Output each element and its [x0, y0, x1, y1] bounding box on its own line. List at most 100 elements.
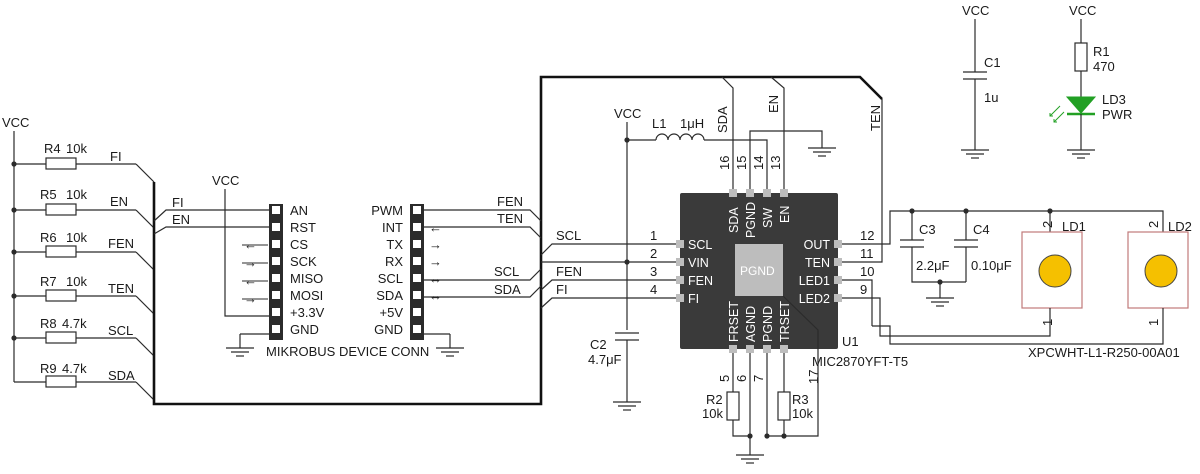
- chip-fen-net: FEN: [556, 264, 582, 279]
- capacitor-c4: C4 0.10μF: [954, 211, 1012, 282]
- mikrobus-fen-label: FEN: [497, 194, 523, 209]
- chip-pin-led1: LED1: [799, 274, 830, 288]
- chip-pin-12: 12: [860, 228, 874, 243]
- ground-icon: [613, 401, 641, 411]
- pin-gnd-left: GND: [290, 322, 319, 337]
- mikrobus-right-arrows: ← → → ↔ ↔: [429, 220, 442, 303]
- mikrobus-scl-label: SCL: [494, 264, 519, 279]
- pullup-r8: R8 4.7k SCL: [11, 316, 136, 344]
- chip-pin-frset: FRSET: [727, 301, 741, 342]
- chip-pin-ten: TEN: [805, 256, 830, 270]
- chip-pin-trset: TRSET: [778, 301, 792, 342]
- c1-vcc-label: VCC: [962, 3, 989, 18]
- capacitor-c3: C3 2.2μF: [900, 211, 966, 283]
- chip-u1: SCL FEN FI 1 2 3 4 PGND SCL VIN FEN FI O…: [540, 156, 908, 384]
- chip-pin-out: OUT: [804, 238, 831, 252]
- c1-ref: C1: [984, 55, 1001, 70]
- c3-ref: C3: [919, 222, 936, 237]
- chip-pin-pgnd-bottom: PGND: [761, 306, 775, 342]
- ground-icon: [436, 347, 464, 357]
- chip-pin-vin: VIN: [688, 256, 709, 270]
- mikrobus-sda-label: SDA: [494, 282, 521, 297]
- chip-scl-net: SCL: [556, 228, 581, 243]
- r9-net-label: SDA: [108, 368, 135, 383]
- chip-pin-14: 14: [751, 156, 766, 170]
- ld1-pin1: 1: [1040, 319, 1055, 326]
- pwr-vcc-label: VCC: [1069, 3, 1096, 18]
- chip-pin-pgnd-top: PGND: [744, 202, 758, 238]
- ld2-ref: LD2: [1168, 219, 1192, 234]
- chip-pin-13: 13: [768, 156, 783, 170]
- ld1-pin2: 2: [1040, 221, 1055, 228]
- vin-vcc-label: VCC: [614, 106, 641, 121]
- decoupling-c1: VCC C1 1u: [961, 3, 1001, 159]
- r4-ref: R4: [44, 141, 61, 156]
- chip-pin-led2: LED2: [799, 292, 830, 306]
- pullup-r7: R7 10k TEN: [11, 274, 136, 302]
- mikrobus-vcc-label: VCC: [212, 173, 239, 188]
- chip-fi-net: FI: [556, 282, 568, 297]
- r3-value: 10k: [792, 406, 813, 421]
- chip-pin-fen: FEN: [688, 274, 713, 288]
- mikrobus-connector: FI EN VCC ← → ← →: [153, 173, 542, 359]
- r9-value: 4.7k: [62, 361, 87, 376]
- chip-pin-en: EN: [778, 206, 792, 223]
- arrow-bidirectional-icon: ↔: [429, 271, 442, 286]
- chip-pin-3: 3: [650, 264, 657, 279]
- ground-icon: [926, 297, 954, 307]
- chip-pin-11: 11: [860, 246, 874, 261]
- pullup-r4: R4 10k FI: [11, 141, 136, 170]
- mikrobus-fi-label: FI: [172, 195, 184, 210]
- pullup-r6: R6 10k FEN: [11, 230, 136, 258]
- r3-body: [777, 391, 791, 421]
- pin-an: AN: [290, 203, 308, 218]
- r2-ref: R2: [706, 392, 723, 407]
- chip-pin-2: 2: [650, 246, 657, 261]
- pin-5v: +5V: [380, 305, 404, 320]
- r8-ref: R8: [40, 316, 57, 331]
- chip-pin-15: 15: [734, 156, 749, 170]
- r6-net-label: FEN: [108, 236, 134, 251]
- chip-pin-10: 10: [860, 264, 874, 279]
- ld3-ref: LD3: [1102, 92, 1126, 107]
- ld3-label: PWR: [1102, 107, 1132, 122]
- chip-part-number: MIC2870YFT-T5: [812, 354, 908, 369]
- mikrobus-title: MIKROBUS DEVICE CONN: [266, 344, 429, 359]
- r1-ref: R1: [1093, 44, 1110, 59]
- pullup-r9: R9 4.7k SDA: [14, 361, 136, 388]
- ground-icon: [961, 149, 989, 159]
- chip-pin-scl: SCL: [688, 238, 712, 252]
- r5-ref: R5: [40, 187, 57, 202]
- inductor-section: VCC L1 1μH C2 4.7μF: [588, 106, 836, 411]
- ground-icon: [226, 347, 254, 357]
- c4-ref: C4: [973, 222, 990, 237]
- inductor-ref: L1: [652, 116, 666, 131]
- chip-pin-4: 4: [650, 282, 657, 297]
- top-net-en: EN: [766, 95, 781, 113]
- header-left-labels: AN RST CS SCK MISO MOSI +3.3V GND: [290, 203, 325, 337]
- r8-value: 4.7k: [62, 316, 87, 331]
- r7-net-label: TEN: [108, 281, 134, 296]
- r3-ref: R3: [792, 392, 809, 407]
- ground-icon: [1067, 149, 1095, 159]
- bottom-pin-network: R2 10k R3 10k: [702, 295, 819, 464]
- r6-ref: R6: [40, 230, 57, 245]
- chip-top-nets: SDA EN TEN: [715, 76, 883, 263]
- chip-pin-7: 7: [751, 375, 766, 382]
- arrow-right-icon: →: [429, 237, 442, 252]
- mikrobus-left-arrows: ← → ← →: [242, 237, 268, 306]
- ld2-pin2: 2: [1146, 221, 1161, 228]
- chip-pin-fi: FI: [688, 292, 699, 306]
- chip-pin-1: 1: [650, 228, 657, 243]
- pin-sda: SDA: [376, 288, 403, 303]
- arrow-bidirectional-icon: ↔: [429, 288, 442, 303]
- arrow-right-icon: →: [429, 254, 442, 269]
- r2-value: 10k: [702, 406, 723, 421]
- led-ld2: LD2 2 1: [1127, 219, 1192, 326]
- pullup-resistor-bank: VCC R4 10k FI R5 10k EN R6 10k: [2, 115, 155, 401]
- led-ld1: LD1 2 1: [1021, 219, 1086, 326]
- c2-value: 4.7μF: [588, 352, 622, 367]
- chip-pin-17: 17: [806, 370, 821, 384]
- header-right-labels: PWM INT TX RX SCL SDA +5V GND: [371, 203, 403, 337]
